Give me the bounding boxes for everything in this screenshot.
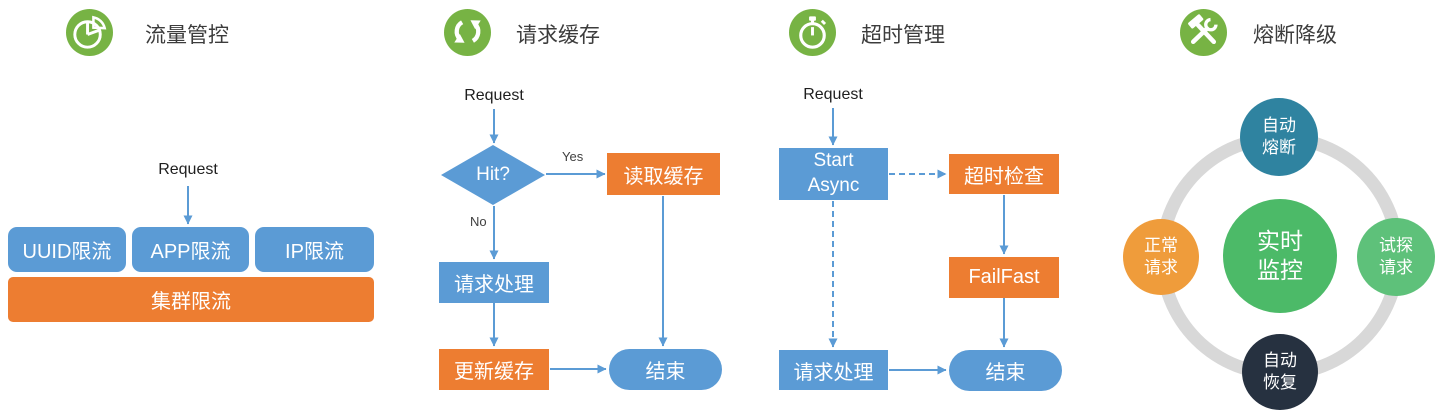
pie-chart-icon [66,9,113,56]
node-process-request-timeout: 请求处理 [779,350,888,390]
request-label-3: Request [803,86,863,103]
section-title-traffic-control: 流量管控 [145,24,229,47]
node-ip-limit: IP限流 [255,227,374,272]
section-title-request-cache: 请求缓存 [516,24,600,47]
node-uuid-limit: UUID限流 [8,227,126,272]
node-end-cache: 结束 [609,349,722,390]
circle-probe-request: 试探请求 [1357,218,1435,296]
circle-realtime-monitor: 实时监控 [1223,199,1337,313]
node-app-limit: APP限流 [132,227,249,272]
node-update-cache: 更新缓存 [439,349,549,390]
node-read-cache: 读取缓存 [607,153,720,195]
node-process-request-cache: 请求处理 [439,262,549,303]
tools-icon [1180,9,1227,56]
circle-auto-break: 自动熔断 [1240,98,1318,176]
node-start-async: Start Async [779,148,888,200]
circle-auto-recover: 自动恢复 [1242,334,1318,410]
section-title-circuit-breaker: 熔断降级 [1253,24,1337,47]
stopwatch-icon [789,9,836,56]
node-timeout-check: 超时检查 [949,154,1059,194]
node-failfast: FailFast [949,257,1059,298]
node-cluster-limit: 集群限流 [8,277,374,322]
section-title-timeout: 超时管理 [861,24,945,47]
request-label-2: Request [464,87,524,104]
refresh-icon [444,9,491,56]
node-end-timeout: 结束 [949,350,1062,391]
request-label-1: Request [158,161,218,178]
start-async-label: Start Async [807,150,860,196]
branch-label-no: No [470,214,487,229]
branch-label-yes: Yes [562,149,584,164]
circle-normal-request: 正常请求 [1123,219,1199,295]
